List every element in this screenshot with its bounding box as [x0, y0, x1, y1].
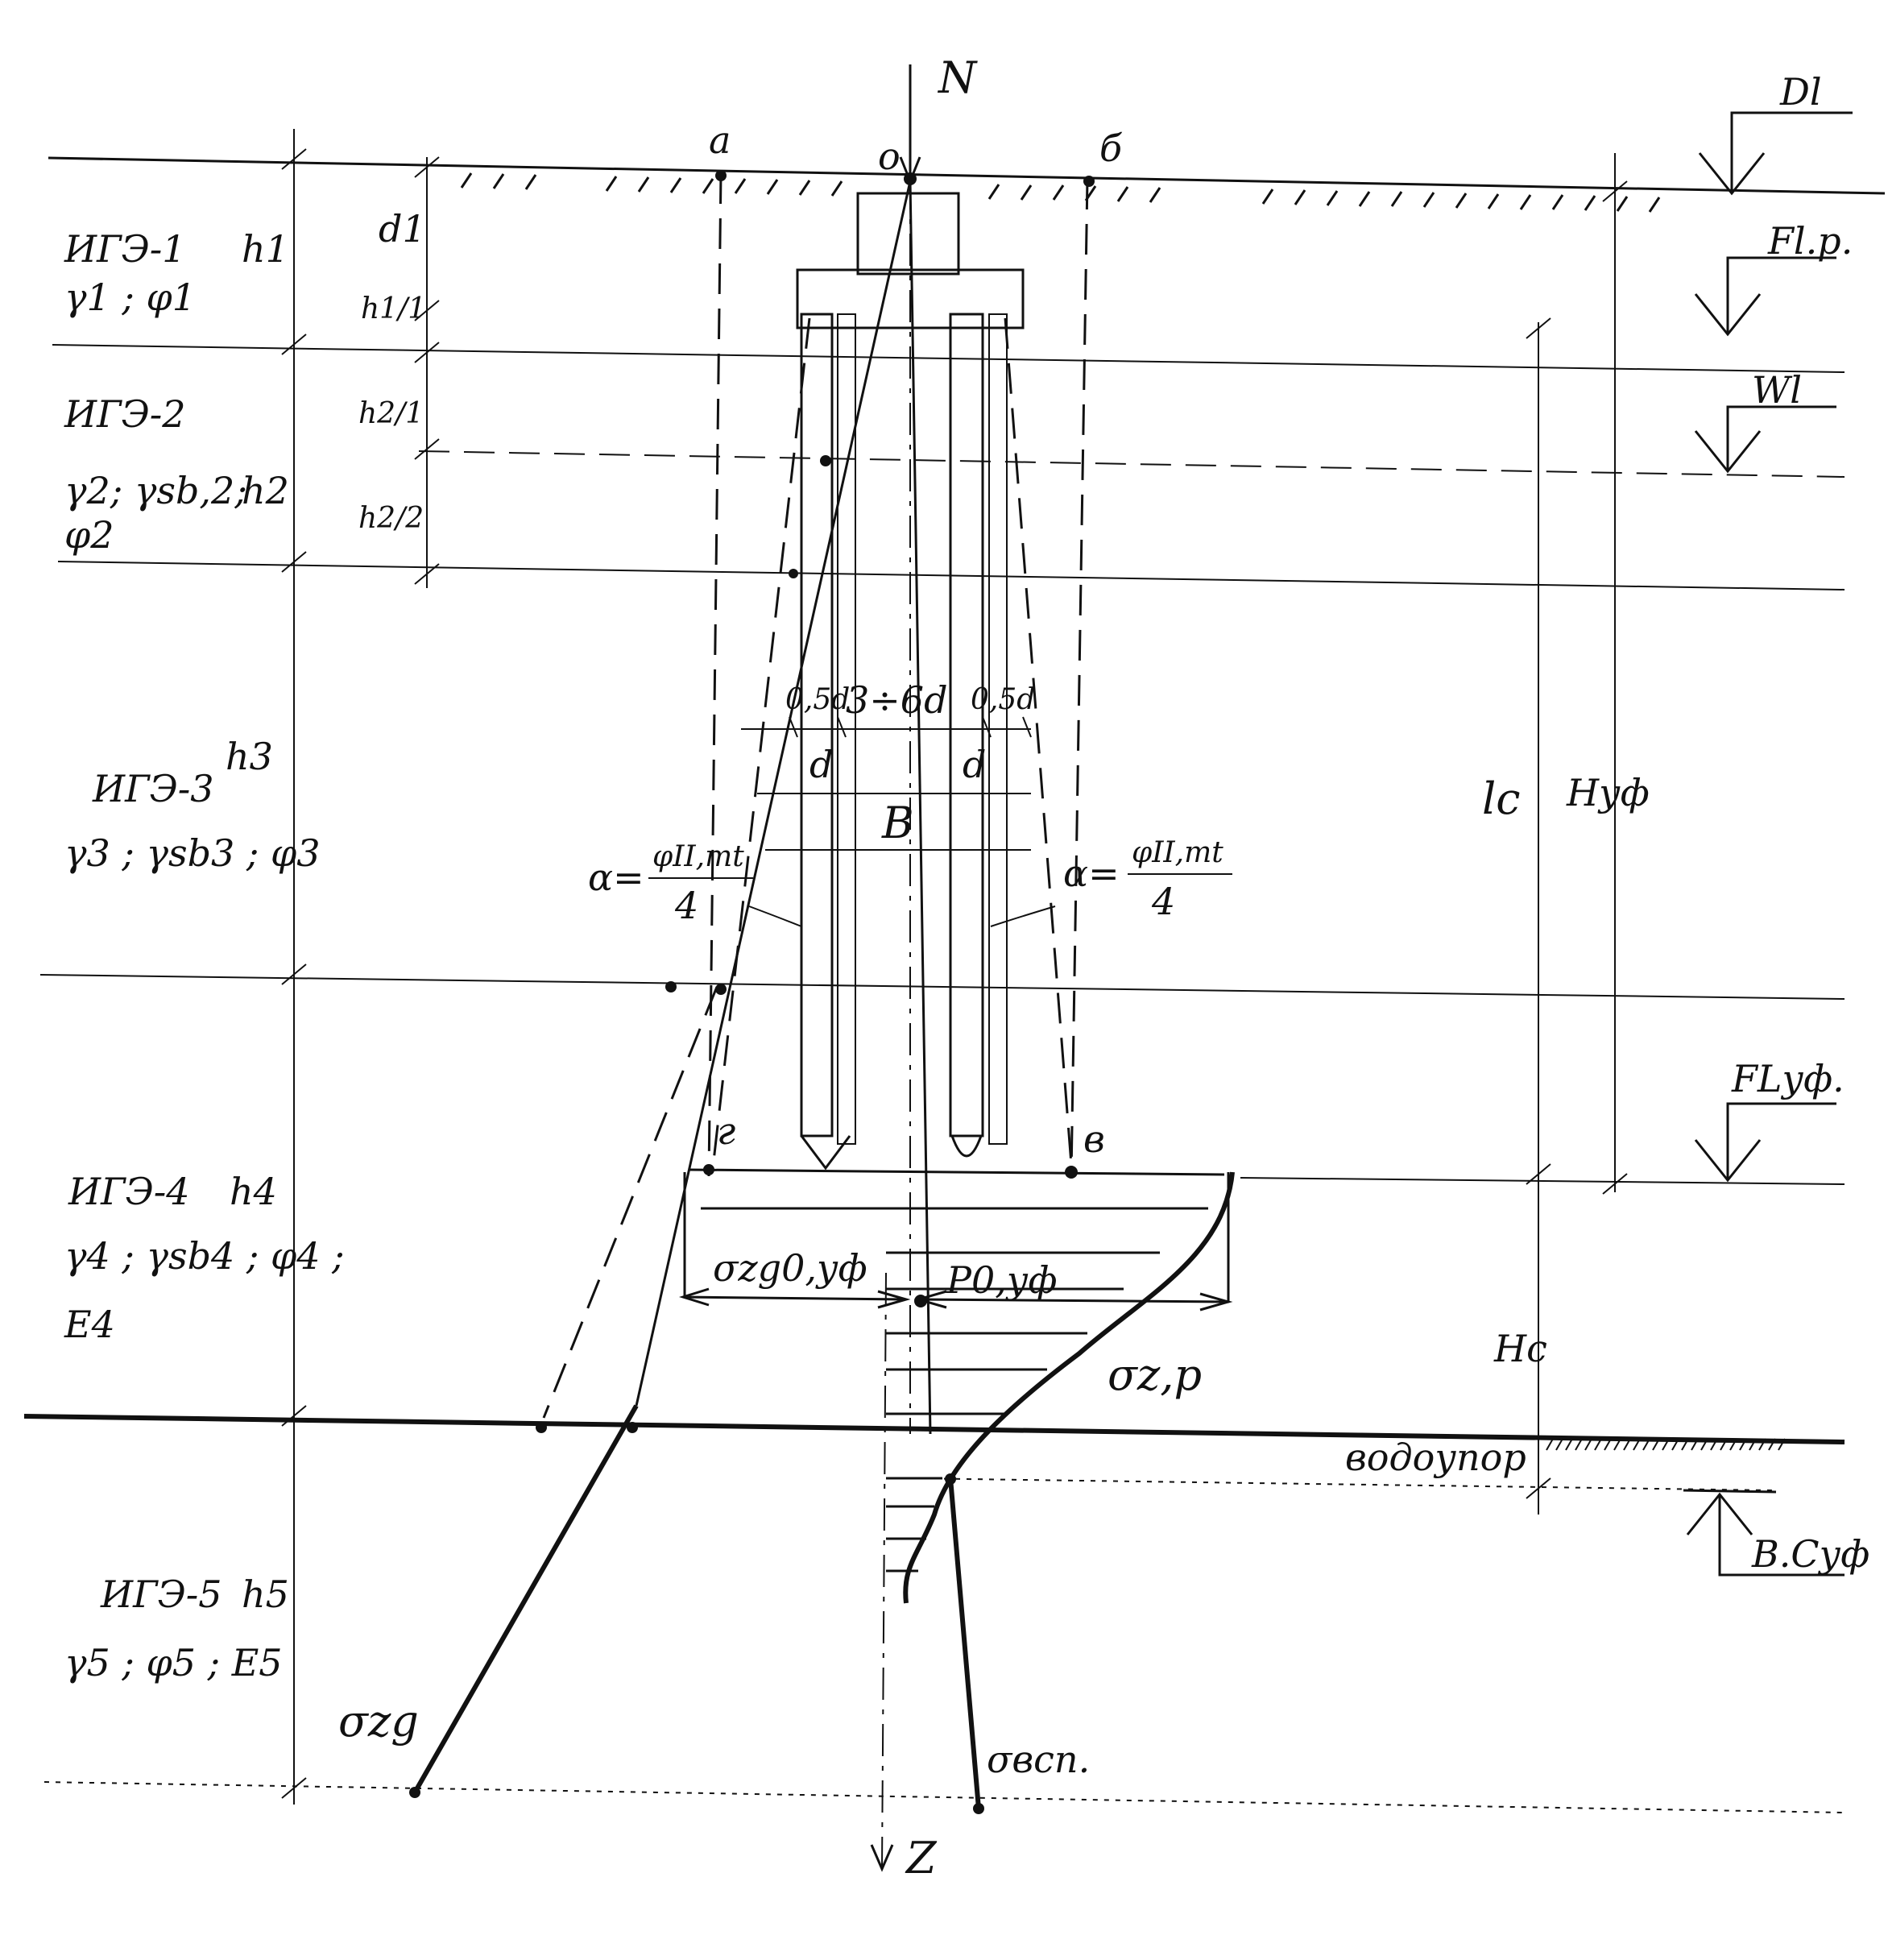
dim-h2-1: h2/1: [358, 397, 424, 430]
stress-szg: σzg: [338, 1696, 419, 1747]
stress-lines: [412, 180, 981, 1809]
axis-label-n: N: [937, 52, 978, 103]
stress-szg0: σzg0,уф: [713, 1246, 867, 1290]
layer-5-params: γ5 ; φ5 ; E5: [64, 1641, 283, 1684]
dim-h1-1: h1/1: [361, 292, 426, 325]
layer-3-name: ИГЭ-3: [92, 767, 214, 810]
vertical-axis: [870, 64, 921, 1872]
svg-text:4: 4: [1151, 880, 1175, 923]
level-label-fl-uf: FLуф.: [1731, 1057, 1845, 1100]
sz-p-epure: [701, 1171, 1235, 1604]
dim-width-b: B: [881, 798, 914, 848]
axis-label-z: Z: [905, 1833, 938, 1883]
point-label-b: б: [1099, 126, 1123, 170]
layer-2-thickness: h2: [242, 469, 289, 512]
point-label-o: o: [878, 135, 901, 178]
width-dimensions: [741, 716, 1032, 851]
level-label-fl-p: Fl.p.: [1767, 219, 1853, 263]
dim-d-left: d: [809, 743, 833, 786]
layer-4-params2: E4: [64, 1303, 115, 1346]
svg-text:4: 4: [674, 884, 698, 927]
layer-2-params2: φ2: [64, 513, 114, 557]
svg-text:φII,mt: φII,mt: [1132, 836, 1223, 869]
piles: [800, 313, 1008, 1171]
svg-text:α=: α=: [588, 856, 644, 899]
layer-2-name: ИГЭ-2: [64, 392, 186, 436]
ground-surface: [48, 156, 1886, 195]
aquiclude-hatching: [1546, 1438, 1786, 1451]
layer-2-params: γ2; γsb,2;: [64, 469, 247, 512]
layer-5-thickness: h5: [242, 1573, 289, 1616]
dim-pile-spacing: 3÷6d: [846, 678, 948, 722]
layer-1-params: γ1 ; φ1: [64, 276, 196, 319]
point-label-g: г: [717, 1109, 735, 1153]
dim-h-uf: Hуф: [1566, 771, 1650, 814]
layer-4-thickness: h4: [230, 1170, 277, 1213]
layer-4-name: ИГЭ-4: [68, 1170, 190, 1213]
dim-hc: Hc: [1493, 1327, 1547, 1370]
stress-p0: P0,уф: [946, 1258, 1058, 1302]
ground-hatching: [460, 172, 1661, 213]
dim-half-d-left: 0,5d: [785, 683, 850, 716]
layer-1-name: ИГЭ-1: [64, 227, 186, 271]
layer-5-name: ИГЭ-5: [100, 1573, 222, 1616]
dim-half-d-right: 0,5d: [971, 683, 1035, 716]
layer-boundaries: [23, 344, 1845, 1813]
level-label-wl: Wl: [1752, 368, 1802, 412]
layer-3-thickness: h3: [226, 735, 273, 778]
level-markers: [1683, 111, 1853, 1577]
svg-text:α=: α=: [1063, 852, 1120, 895]
stress-szp: σz,p: [1108, 1349, 1202, 1400]
level-label-bc-uf: B.Cуф: [1751, 1532, 1869, 1576]
angle-formula-left: α= φII,mt 4: [588, 840, 753, 927]
point-label-v: в: [1083, 1117, 1105, 1161]
layer-3-params: γ3 ; γsb3 ; φ3: [64, 831, 321, 875]
svg-text:φII,mt: φII,mt: [652, 840, 744, 873]
dim-lc: lc: [1482, 773, 1521, 824]
angle-arcs: [748, 905, 1056, 927]
point-label-a: a: [709, 118, 731, 162]
left-dimension-line: [281, 129, 440, 1805]
level-label-dl: Dl: [1779, 70, 1822, 114]
conditional-foundation-base: [688, 1168, 1225, 1176]
dim-h2-2: h2/2: [358, 502, 424, 535]
points: [409, 170, 1095, 1814]
angle-formula-right: α= φII,mt 4: [1063, 836, 1232, 923]
layer-1-thickness: h1: [242, 227, 289, 271]
conditional-foundation: [707, 172, 1089, 1177]
stress-svsp: σвсп.: [987, 1738, 1090, 1781]
dim-d1: d1: [379, 207, 426, 251]
right-dimension-lines: [1526, 153, 1628, 1515]
aquiclude-label: водоупор: [1345, 1436, 1526, 1479]
layer-4-params: γ4 ; γsb4 ; φ4 ;: [64, 1234, 345, 1278]
dim-d-right: d: [963, 743, 986, 786]
